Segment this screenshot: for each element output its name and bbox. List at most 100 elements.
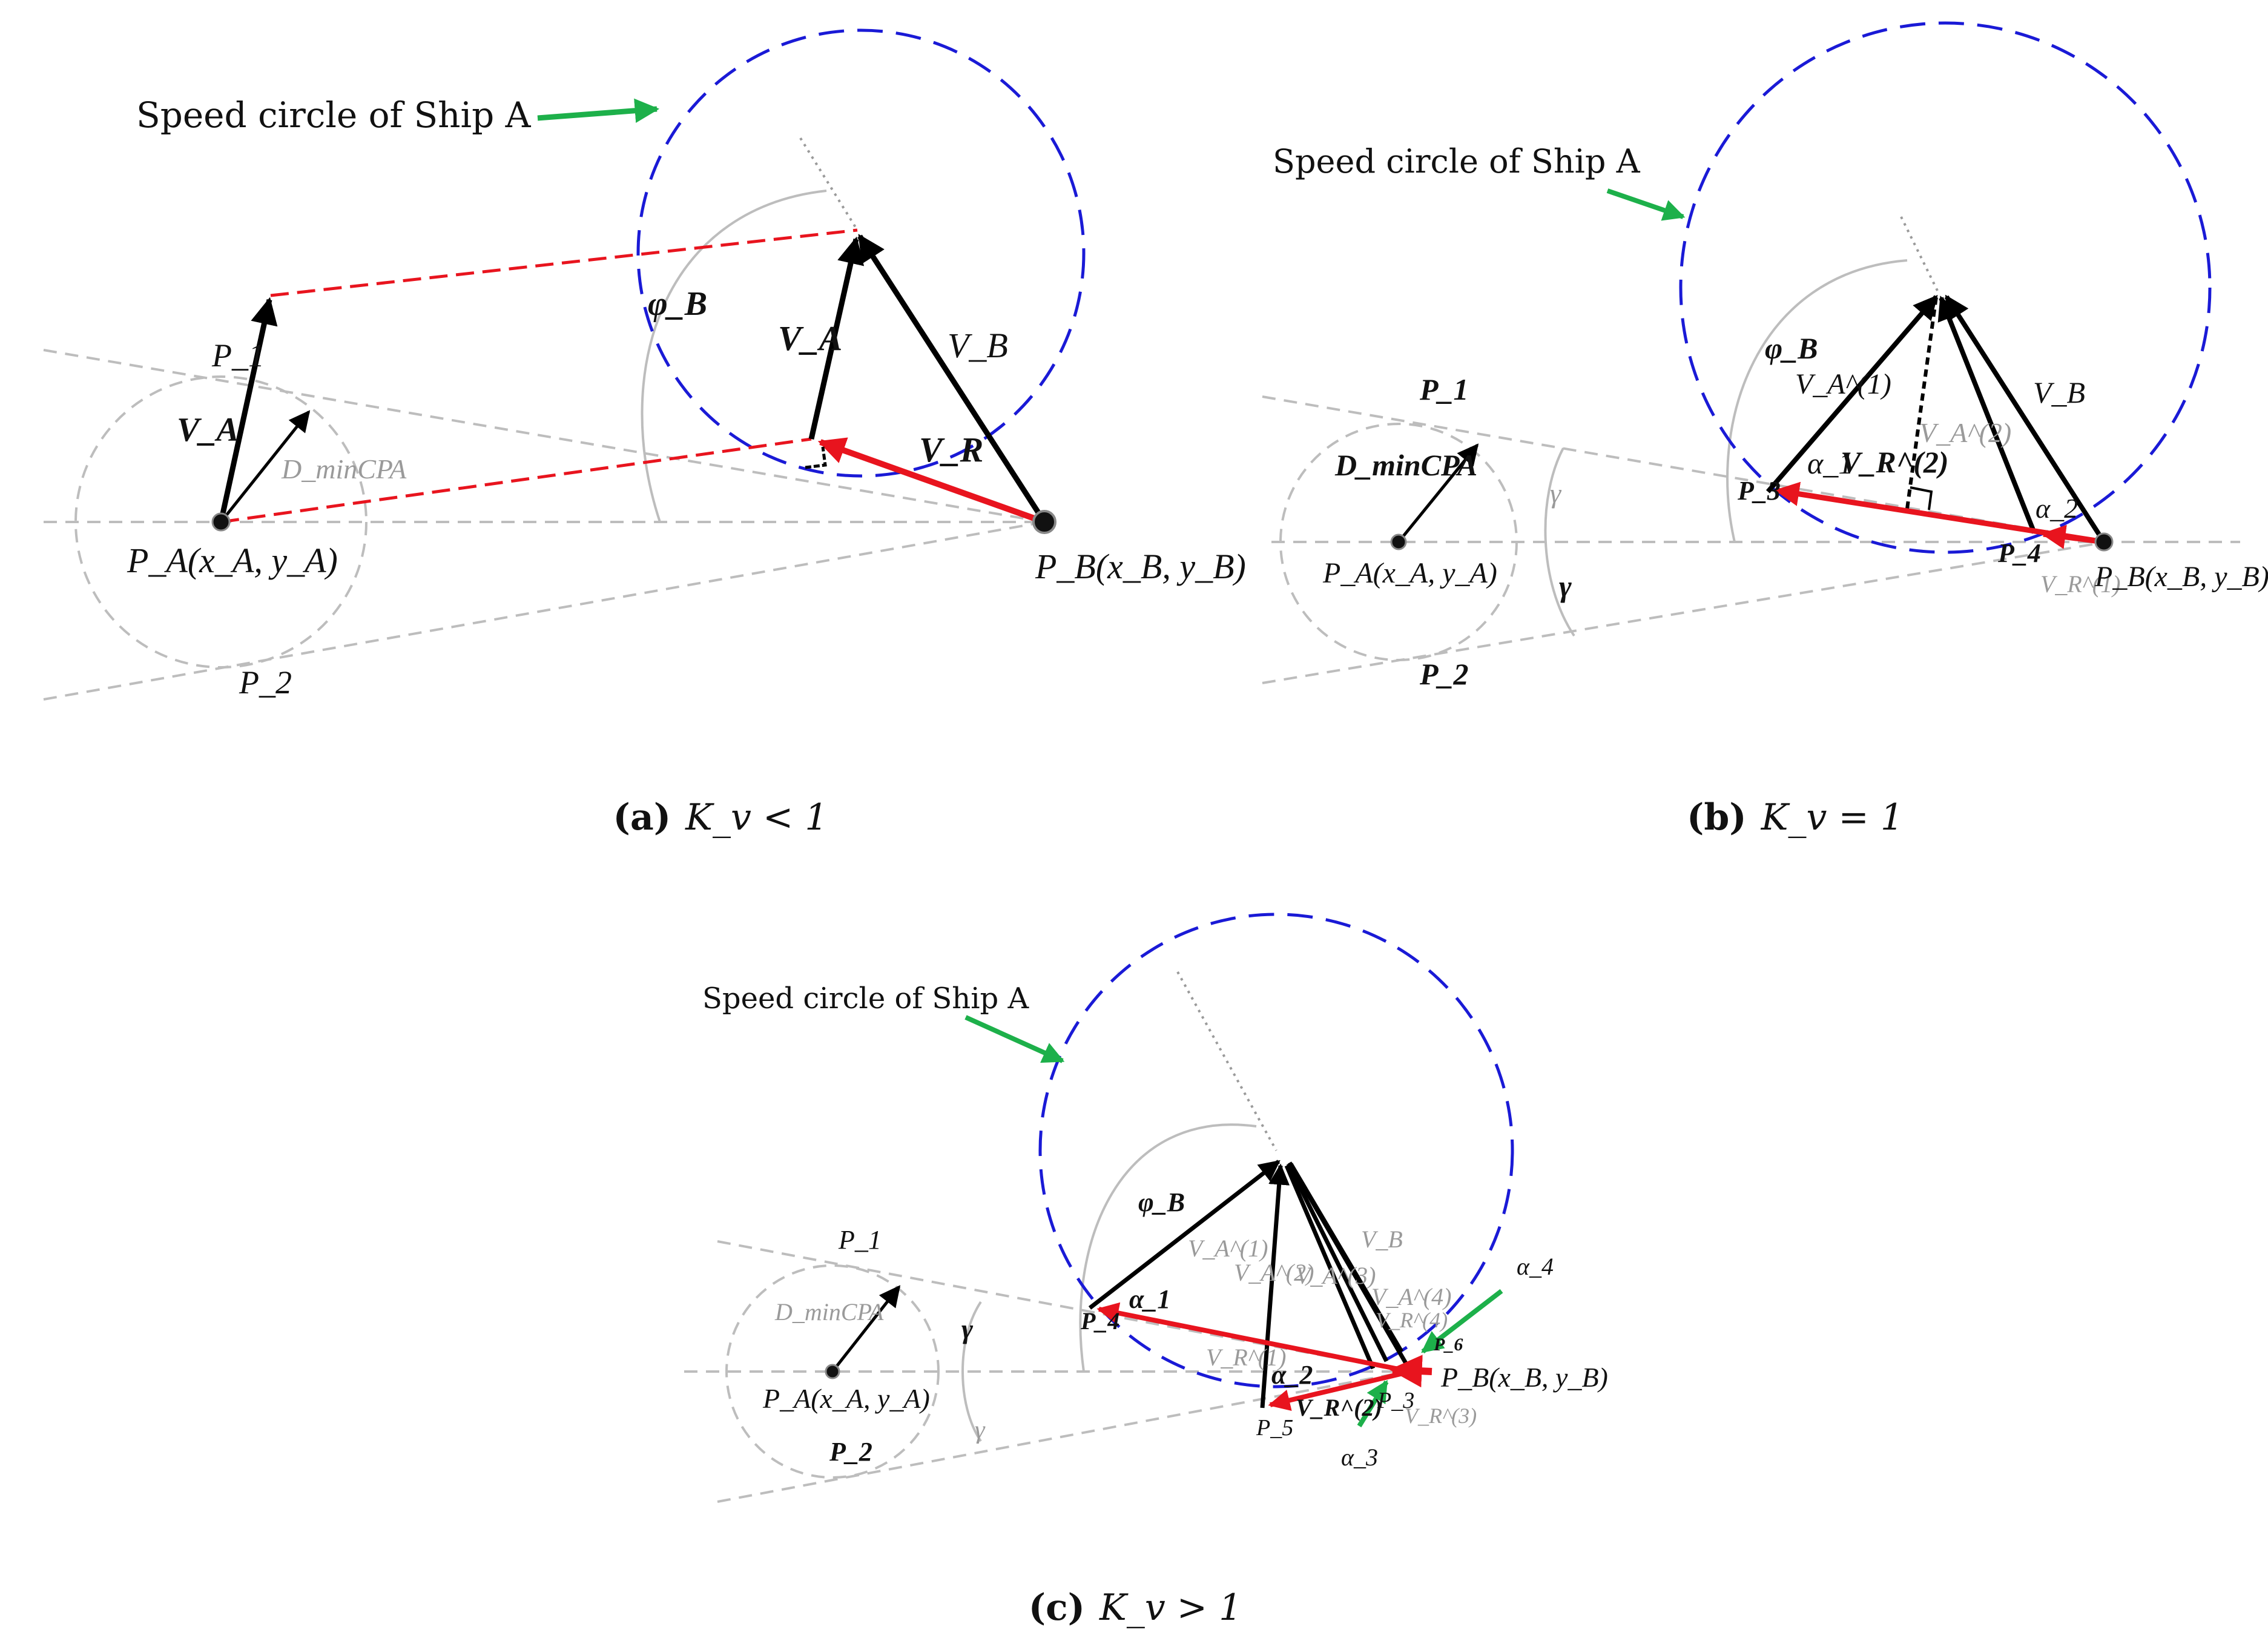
a-tangent-upper (43, 349, 1045, 523)
panel-b-guides (1262, 395, 2240, 684)
b-speed-circle-label: Speed circle of Ship A (1273, 142, 1641, 180)
b-label-p1: P_1 (1419, 372, 1469, 406)
c-vb-extension (1176, 971, 1277, 1151)
c-label-va4: V_A^(4) (1371, 1283, 1451, 1310)
b-va2 (1937, 296, 2037, 534)
c-label-vr4: V_R^(4) (1376, 1308, 1448, 1332)
b-phi-arc (1726, 259, 1908, 543)
a-vb-extension (799, 137, 859, 231)
b-label-phi-b: φ_B (1765, 331, 1818, 365)
a-label-pb: P_B(x_B, y_B) (1035, 547, 1246, 586)
b-speed-circle (1679, 21, 2212, 554)
c-va4 (1286, 1163, 1389, 1362)
b-label-va1: V_A^(1) (1795, 368, 1891, 400)
c-label-dmin: D_minCPA (774, 1298, 884, 1326)
a-vb (857, 234, 1047, 524)
b-vb-extension (1900, 216, 1939, 291)
b-label-va2: V_A^(2) (1919, 417, 2011, 448)
c-safety-circle (725, 1264, 940, 1479)
a-label-pa: P_A(x_A, y_A) (127, 541, 338, 580)
c-label-gamma-lower: γ (975, 1416, 986, 1444)
a-safety-circle (74, 375, 368, 669)
c-alpha3-pointer (1357, 1379, 1389, 1428)
c-caption: (c)K_v > 1 (1029, 1587, 1242, 1629)
a-label-p1: P_1 (211, 337, 265, 374)
c-label-vb: V_B (1361, 1226, 1403, 1253)
c-label-vr3: V_R^(3) (1405, 1404, 1477, 1428)
c-label-p3: P_3 (1377, 1388, 1414, 1413)
a-pointer-arrow (537, 98, 660, 123)
c-gamma-arc (961, 1301, 982, 1442)
c-pa-dot (825, 1364, 840, 1379)
a-dmin-arrow (220, 410, 311, 523)
b-va1 (1765, 294, 1939, 494)
panel-c-guides (684, 1240, 1408, 1503)
b-label-gamma-upper: γ (1550, 478, 1562, 509)
a-caption: (a)K_v < 1 (613, 796, 828, 839)
b-vb (1944, 294, 2106, 544)
c-label-pa: P_A(x_A, y_A) (762, 1383, 930, 1414)
a-label-phi-b: φ_B (648, 285, 707, 323)
a-pb-dot (1032, 510, 1057, 534)
b-label-gamma-lower: γ (1559, 569, 1572, 603)
b-dmin-arrow (1397, 443, 1479, 543)
c-speed-circle (1038, 913, 1514, 1388)
c-alpha4-pointer (1421, 1289, 1503, 1354)
panel-a-guides (43, 349, 1045, 701)
c-label-alpha3: α_3 (1341, 1444, 1378, 1471)
c-vr2 (1268, 1369, 1411, 1412)
c-label-p1: P_1 (838, 1225, 882, 1255)
b-caption: (b)K_v = 1 (1687, 796, 1904, 839)
panel-a: Speed circle of Ship A φ_B V_A V_B V_R P… (43, 28, 1246, 839)
b-pa-dot (1390, 533, 1407, 550)
a-label-vb: V_B (948, 326, 1008, 365)
a-label-p2: P_2 (239, 664, 292, 701)
b-label-vr2: V_R^(2) (1841, 445, 1949, 479)
c-dmin-arrow (831, 1285, 901, 1373)
c-label-phi-b: φ_B (1138, 1187, 1185, 1217)
a-pa-dot (211, 512, 231, 532)
c-label-vr2: V_R^(2) (1296, 1394, 1382, 1421)
panel-b: Speed circle of Ship A φ_B V_A^(1) V_A^(… (1262, 21, 2268, 839)
c-vb-2 (1288, 1163, 1404, 1353)
c-label-va3: V_A^(3) (1296, 1262, 1376, 1289)
c-va1 (1088, 1160, 1281, 1310)
b-label-vr1: V_R^(1) (2040, 570, 2120, 598)
b-right-angle (1910, 486, 1933, 510)
c-label-vr1: V_R^(1) (1206, 1344, 1286, 1371)
b-pb-dot (2094, 532, 2114, 552)
b-label-p3: P_3 (1737, 476, 1781, 506)
b-label-pb: P_B(x_B, y_B) (2094, 561, 2268, 593)
c-label-va1: V_A^(1) (1188, 1235, 1268, 1262)
c-label-p4: P_4 (1080, 1307, 1119, 1335)
b-label-dmin: D_minCPA (1334, 448, 1477, 482)
c-label-pb: P_B(x_B, y_B) (1440, 1362, 1608, 1393)
a-projections (220, 228, 858, 524)
c-label-gamma-upper: γ (961, 1313, 974, 1344)
a-label-va-left: V_A (177, 411, 239, 449)
c-pointer-arrow (964, 1015, 1065, 1063)
b-label-p4: P_4 (1997, 538, 2041, 568)
b-vr-short (2040, 524, 2105, 549)
c-label-alpha1: α_1 (1129, 1284, 1170, 1314)
c-va3 (1284, 1164, 1376, 1370)
c-label-p5: P_5 (1256, 1415, 1293, 1441)
a-speed-circle (636, 28, 1086, 478)
b-label-p2: P_2 (1419, 657, 1469, 691)
c-label-p6: P_6 (1433, 1335, 1463, 1355)
b-label-vb: V_B (2033, 375, 2085, 409)
c-label-p2: P_2 (829, 1437, 872, 1467)
panel-c: Speed circle of Ship A φ_B V_A^(1) V_A^(… (684, 913, 1608, 1629)
a-phi-arc (641, 190, 827, 523)
c-label-alpha4: α_4 (1517, 1253, 1554, 1280)
b-gamma-arc (1544, 447, 1575, 637)
a-speed-circle-label: Speed circle of Ship A (136, 94, 532, 136)
a-right-angle (805, 446, 827, 469)
a-vr (817, 437, 1046, 525)
a-label-vr: V_R (919, 430, 983, 469)
c-vr1 (1096, 1302, 1411, 1374)
b-label-alpha2: α_2 (2036, 493, 2078, 524)
c-speed-circle-label: Speed circle of Ship A (702, 982, 1030, 1015)
